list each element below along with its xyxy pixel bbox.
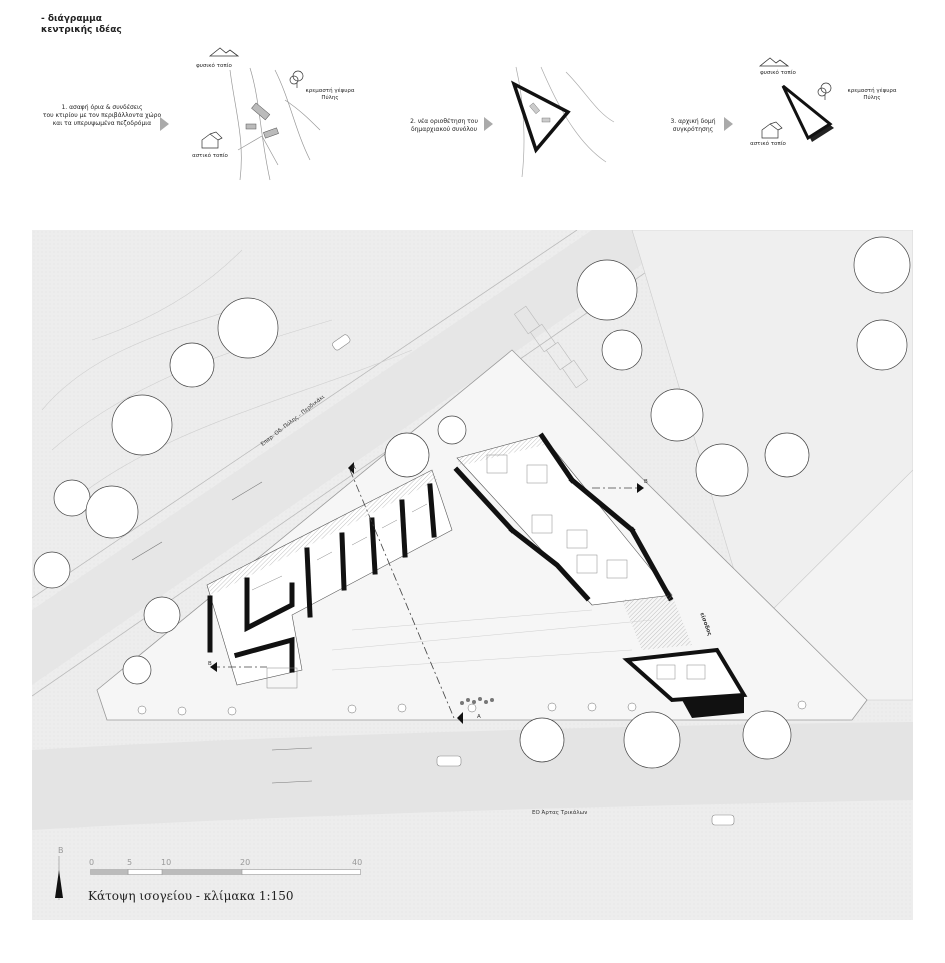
road-south-label: ΕΟ Άρτας Τρικάλων (532, 810, 588, 816)
scale-tick-5: 5 (127, 858, 133, 867)
tree-icon (817, 82, 832, 100)
step-arrow-2 (484, 117, 493, 131)
step-2-text: 2. νέα οριοθέτηση του δημαρχιακού συνόλο… (410, 118, 478, 133)
step-3-text: 3. αρχική δομή συγκρότησης (670, 118, 716, 133)
label-urban-landscape-1: αστικό τοπίο (192, 153, 228, 159)
label-natural-landscape-3: φυσικό τοπίο (760, 70, 796, 76)
section-a-top: A (352, 465, 356, 471)
plan-caption: Κάτοψη ισογείου - κλίμακα 1:150 (88, 889, 294, 903)
trees (33, 236, 911, 769)
step-arrow-1 (160, 117, 169, 131)
label-bridge-1: κρεμαστή γέφυρα Πύλης (305, 88, 355, 101)
section-a-bottom: A (477, 714, 481, 720)
section-b-west: B (208, 661, 212, 667)
section-lines (212, 469, 642, 719)
building-south-pavilion (622, 595, 748, 718)
diagram-title: - διάγραμμα κεντρικής ιδέας (41, 14, 122, 35)
label-natural-landscape-1: φυσικό τοπίο (196, 63, 232, 69)
building-west-wing (206, 469, 453, 689)
scale-tick-10: 10 (161, 858, 172, 867)
section-b-east: B (644, 479, 648, 485)
north-letter: Β (58, 846, 64, 855)
mountain-icon (208, 47, 240, 57)
step-arrow-3 (724, 117, 733, 131)
house-icon (201, 131, 223, 149)
scale-tick-20: 20 (240, 858, 251, 867)
step-2-boundary-sketch (510, 66, 615, 178)
label-urban-landscape-3: αστικό τοπίο (750, 141, 786, 147)
scale-tick-40: 40 (352, 858, 363, 867)
house-icon (761, 121, 783, 139)
north-arrow-icon (55, 856, 63, 900)
step-3-massing-sketch (758, 57, 834, 142)
building-east-wing (453, 432, 674, 606)
label-bridge-3: κρεμαστή γέφυρα Πύλης (847, 88, 897, 101)
step-1-text: 1. ασαφή όρια & συνδέσεις του κτιρίου με… (42, 104, 162, 127)
road-north (32, 230, 692, 685)
mountain-icon (758, 57, 790, 67)
tree-icon (289, 70, 304, 88)
scale-tick-0: 0 (89, 858, 95, 867)
ground-floor-site-plan (32, 230, 913, 920)
road-south (32, 722, 913, 830)
step-1-site-sketch (201, 47, 321, 181)
scale-bar (90, 869, 361, 875)
